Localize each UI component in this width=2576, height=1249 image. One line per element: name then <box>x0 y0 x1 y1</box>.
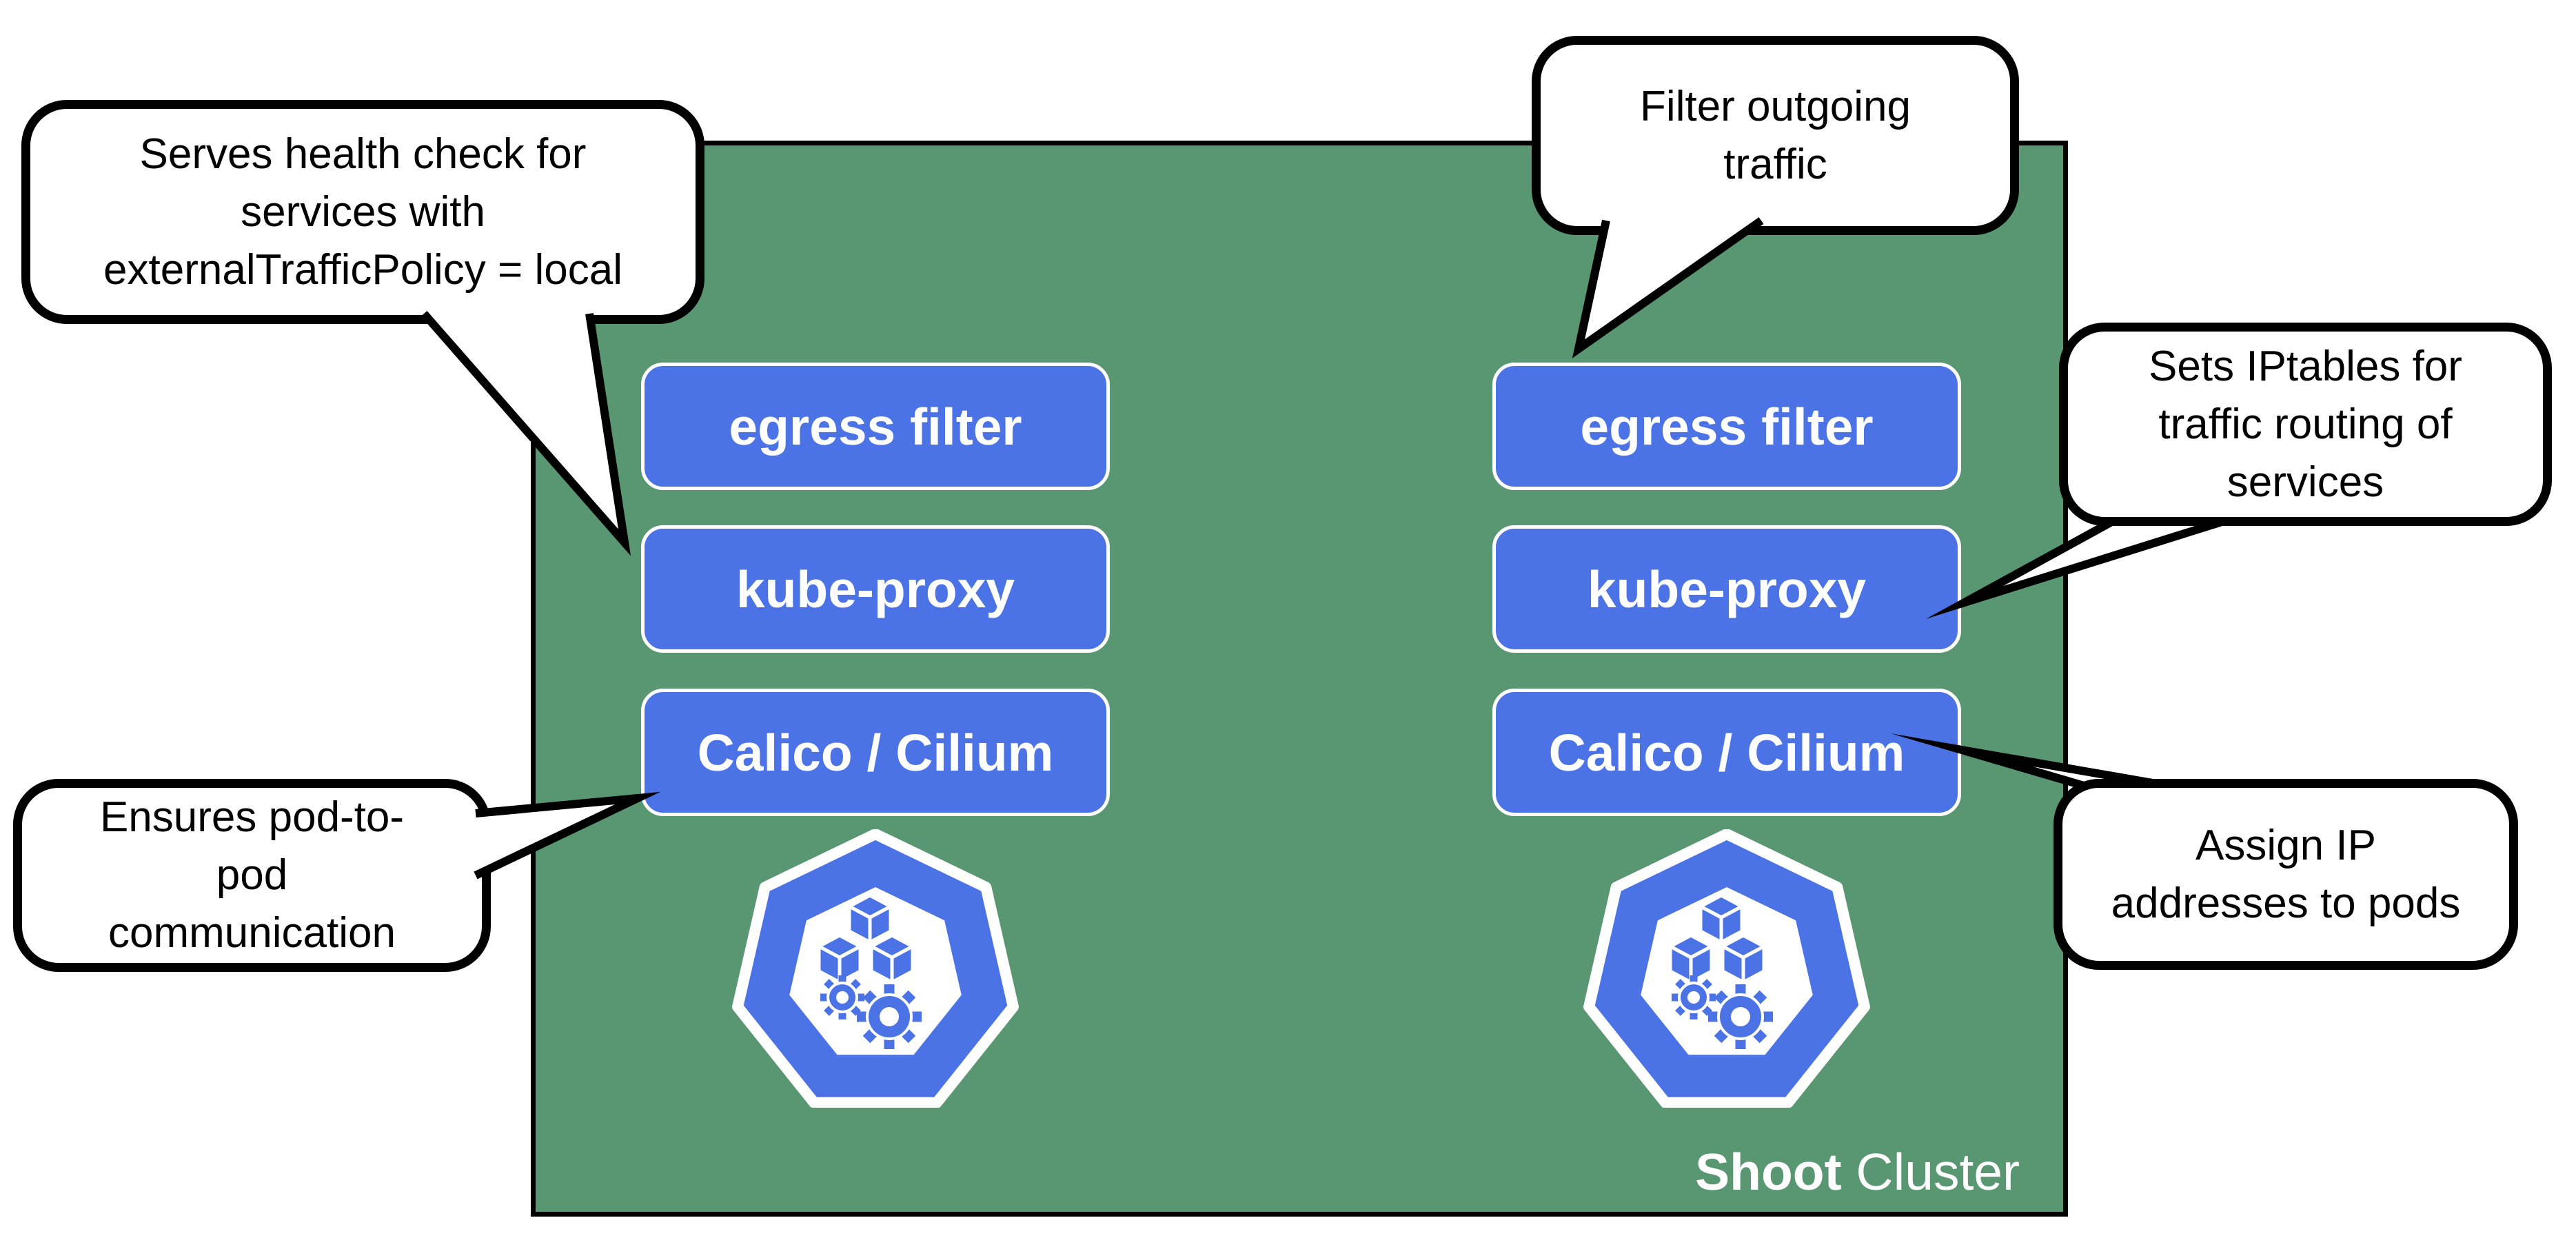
callout-line: Ensures pod-to- <box>99 793 405 841</box>
callout-line: services <box>2227 458 2384 506</box>
kubernetes-node-icon <box>724 829 1027 1108</box>
callout-line: communication <box>108 909 396 957</box>
filter-outgoing-callout: Filter outgoing traffic <box>1532 36 2019 235</box>
egress-filter-label: egress filter <box>1580 397 1874 456</box>
egress-filter-label: egress filter <box>729 397 1022 456</box>
callout-line: Assign IP <box>2195 821 2376 869</box>
kube-proxy-box-right: kube-proxy <box>1492 525 1961 653</box>
health-check-callout: Serves health check for services with ex… <box>21 100 704 324</box>
kube-proxy-label: kube-proxy <box>736 560 1015 618</box>
calico-cilium-box-right: Calico / Cilium <box>1492 689 1961 816</box>
pod-to-pod-callout: Ensures pod-to- pod communication <box>13 779 491 972</box>
egress-filter-box-right: egress filter <box>1492 363 1961 490</box>
kube-proxy-box-left: kube-proxy <box>641 525 1110 653</box>
calico-cilium-label: Calico / Cilium <box>697 723 1054 782</box>
callout-line: Serves health check for <box>139 130 587 178</box>
callout-line: Sets IPtables for <box>2149 342 2462 390</box>
callout-line: traffic routing of <box>2158 400 2453 448</box>
callout-line: externalTrafficPolicy = local <box>103 245 622 294</box>
sets-iptables-callout: Sets IPtables for traffic routing of ser… <box>2059 323 2552 526</box>
shoot-cluster-label-bold: Shoot <box>1695 1143 1842 1201</box>
shoot-cluster-label: Shoot Cluster <box>1572 1141 2020 1203</box>
callout-line: pod <box>216 851 288 899</box>
calico-cilium-box-left: Calico / Cilium <box>641 689 1110 816</box>
egress-filter-box-left: egress filter <box>641 363 1110 490</box>
callout-line: traffic <box>1723 140 1827 188</box>
shoot-cluster-label-regular: Cluster <box>1841 1143 2020 1201</box>
assign-ip-callout: Assign IP addresses to pods <box>2053 779 2518 970</box>
callout-line: Filter outgoing <box>1640 82 1911 130</box>
calico-cilium-label: Calico / Cilium <box>1548 723 1905 782</box>
kube-proxy-label: kube-proxy <box>1587 560 1867 618</box>
callout-line: services with <box>241 187 485 236</box>
callout-line: addresses to pods <box>2111 879 2461 927</box>
kubernetes-node-icon <box>1575 829 1878 1108</box>
